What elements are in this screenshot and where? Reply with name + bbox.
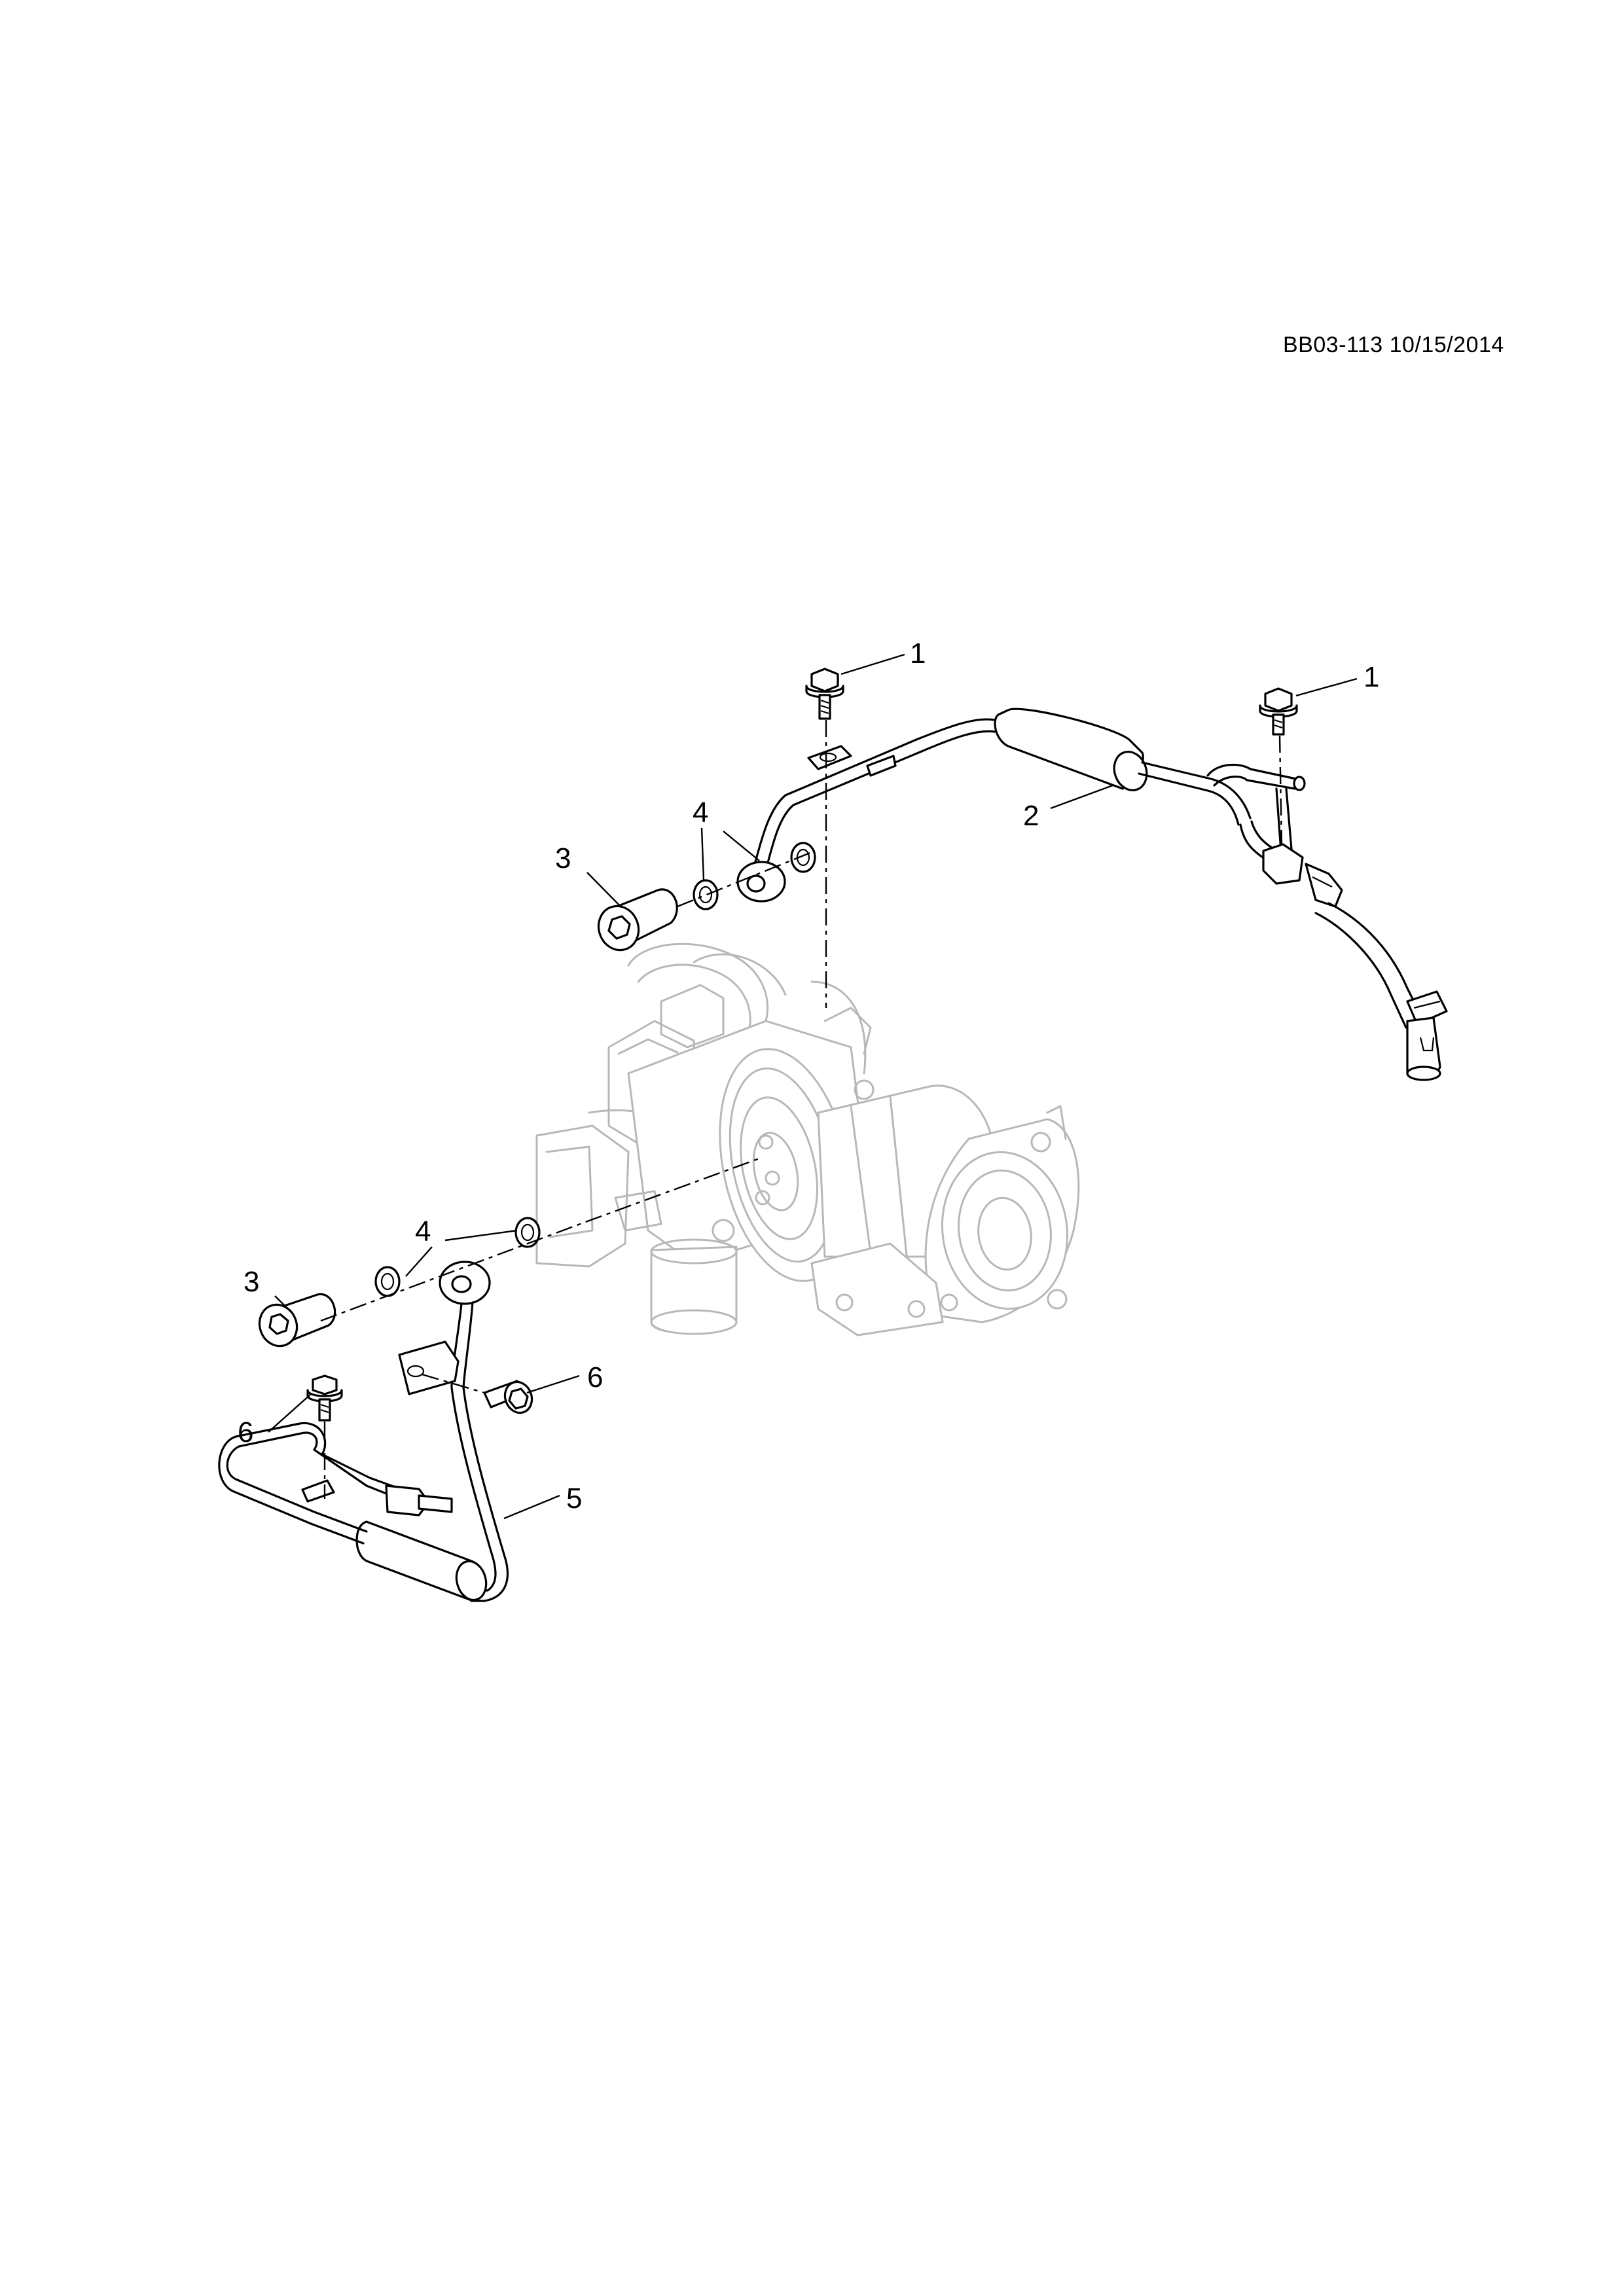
callout-4-lower: 4 [415,1215,431,1247]
oil-feed-pipe-upper [736,708,1448,1081]
washers-upper [693,842,816,910]
callout-1-upper-right: 1 [1363,661,1380,693]
washers-lower [374,1217,541,1297]
document-code: BB03-113 10/15/2014 [1283,332,1504,357]
callout-1-upper-left: 1 [910,637,926,670]
banjo-bolt-lower [258,1293,336,1348]
bolt-1-left [805,668,844,720]
turbocharger-ghost [535,942,1080,1336]
alignment-lines [320,720,1283,1499]
bolt-6-left [306,1374,343,1422]
callout-5: 5 [566,1482,583,1515]
callout-3-lower: 3 [244,1266,260,1298]
bolt-1-right [1259,687,1298,736]
callout-6-right: 6 [587,1361,604,1393]
banjo-bolt-upper [597,888,678,952]
oil-pipe-lower [218,1261,509,1602]
leader-lines [268,653,1358,1520]
bolt-6-right [483,1380,533,1414]
callout-4-upper: 4 [693,797,709,829]
callout-3-upper: 3 [555,842,571,874]
callout-2: 2 [1023,800,1039,832]
callout-6-left: 6 [238,1416,254,1448]
